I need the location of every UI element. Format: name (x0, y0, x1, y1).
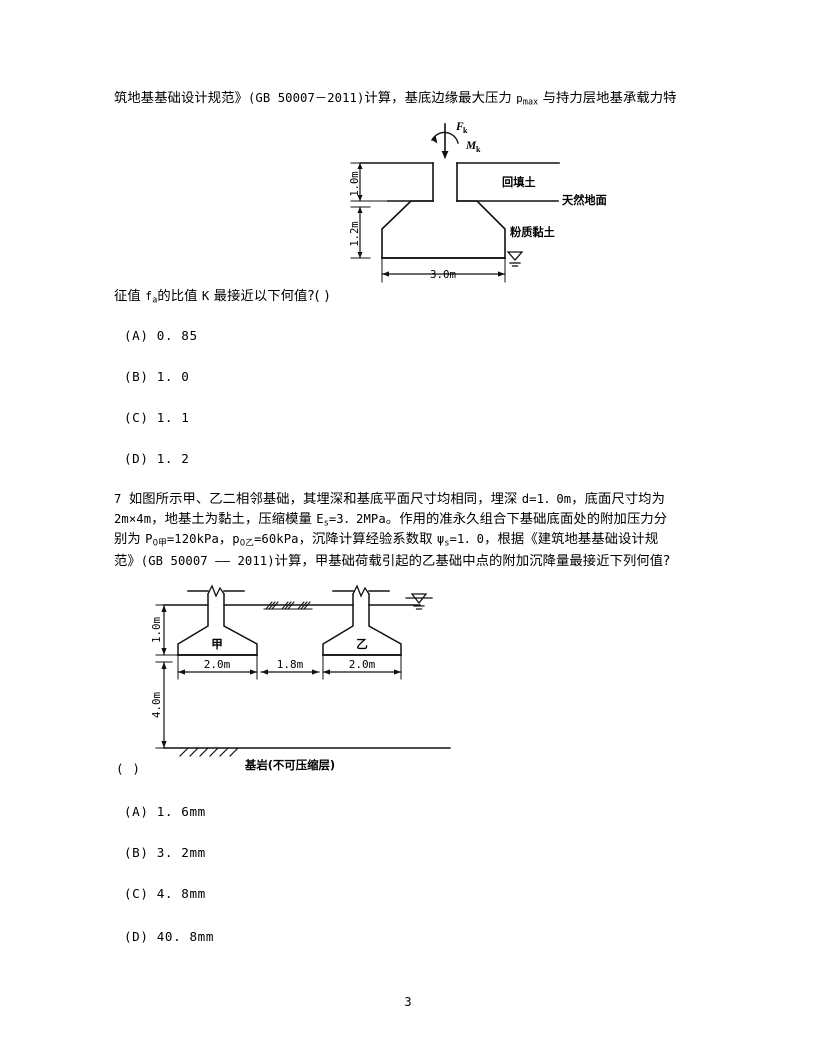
q7-l3-m: ，根据《建筑地基基础设计规 (484, 532, 659, 547)
fig1-dim-width: 3.0m (430, 268, 456, 281)
q7-line-2: 2m×4m，地基土为黏土，压缩模量 Es=3．2MPa。作用的准永久组合下基础底… (114, 509, 667, 532)
q6b-seg6: 最接近以下何值?( ) (209, 289, 330, 304)
q6-text-seg2: (GB 50007－2011) (247, 91, 365, 105)
fig2-label-footing-right: 乙 (356, 637, 368, 651)
q7-l2-dims: 2m×4m (114, 512, 152, 526)
q7-line-3: 别为 P0甲=120kPa，p0乙=60kPa，沉降计算经验系数取 ψs=1．0… (114, 529, 658, 553)
q7-option-c[interactable]: (C) 4. 8mm (124, 886, 206, 901)
q7-l4-code: (GB 50007 —— 2011) (140, 554, 275, 568)
q7-l4-a: 范》 (114, 554, 141, 569)
q7-l1-d: ，底面尺寸均为 (571, 492, 665, 507)
fig1-label-silty-clay: 粉质黏土 (510, 225, 555, 239)
q6-option-d[interactable]: (D) 1. 2 (124, 451, 190, 466)
paragraph-q6-tail: 筑地基基础设计规范》(GB 50007－2011)计算，基底边缘最大压力 pma… (114, 88, 677, 111)
q7-l3-p2-val: =60kPa (254, 532, 299, 546)
fig2-dim-embedment: 1.0m (150, 617, 163, 643)
q6-text-pmax-base: p (516, 92, 523, 105)
q7-l3-comma1: ， (218, 532, 233, 547)
q7-option-d[interactable]: (D) 40. 8mm (124, 929, 215, 944)
q7-l3-p2-sub: 0乙 (239, 538, 254, 549)
fig2-label-footing-left: 甲 (211, 637, 223, 651)
q7-line-1: 7 如图所示甲、乙二相邻基础，其埋深和基底平面尺寸均相同，埋深 d=1．0m，底… (114, 489, 665, 510)
fig2-dim-compressible: 4.0m (150, 692, 163, 718)
figure-adjacent-footings: 甲 乙 2.0m 1.8m 2.0m 1.0m 4.0m 基岩(不可压缩层) (120, 580, 460, 775)
fig1-load-F-sub: k (463, 126, 468, 135)
fig1-load-M: M (465, 140, 477, 152)
q6b-fa-sub: a (152, 294, 158, 305)
q7-l3-psi-val: =1．0 (449, 532, 485, 546)
q6-text-seg3: 计算，基底边缘最大压力 (364, 91, 517, 106)
q7-number: 7 (114, 492, 129, 506)
fig1-dim-depth-lower: 1.2m (349, 221, 361, 246)
q7-l3-P: P (145, 532, 153, 546)
q6b-K: K (201, 289, 210, 303)
fig2-dim-right-width: 2.0m (349, 658, 376, 671)
q7-l2-Es-sub: s (323, 517, 329, 528)
q6-option-b[interactable]: (B) 1. 0 (124, 369, 190, 384)
q7-l3-i: ，沉降计算经验系数取 (298, 532, 437, 547)
q6-text-seg1: 筑地基基础设计规范》 (114, 91, 248, 106)
q7-l3-P-sub: 0甲 (152, 538, 167, 549)
q6-text-pmax-sub: max (522, 96, 539, 107)
figure-eccentric-footing: F k M k 1.0m 1.2m 3.0m 回填土 天然地面 粉质黏土 (340, 112, 660, 284)
q7-l1-b: 如图所示甲、乙二相邻基础，其埋深和基底平面尺寸均相同，埋深 (128, 492, 522, 507)
q6-option-a[interactable]: (A) 0. 85 (124, 328, 198, 343)
fig2-dim-left-width: 2.0m (204, 658, 231, 671)
q7-l2-Es-val: =3．2MPa (328, 512, 386, 526)
q7-option-b[interactable]: (B) 3. 2mm (124, 845, 206, 860)
fig1-dim-depth-upper: 1.0m (349, 171, 361, 196)
fig1-label-natural-ground: 天然地面 (562, 193, 607, 207)
fig2-label-bedrock: 基岩(不可压缩层) (244, 758, 335, 772)
q7-l4-c: 计算，甲基础荷载引起的乙基础中点的附加沉降量最接近下列何值? (274, 554, 671, 569)
q7-option-a[interactable]: (A) 1. 6mm (124, 804, 206, 819)
q7-l3-psi: ψ (436, 532, 445, 546)
fig2-dim-gap: 1.8m (277, 658, 304, 671)
q7-l3-psi-sub: s (444, 537, 450, 548)
q7-l2-Es: E (316, 512, 324, 526)
q7-l3-p2: p (232, 532, 240, 546)
q6-option-c[interactable]: (C) 1. 1 (124, 410, 190, 425)
q6b-seg1: 征值 (114, 289, 146, 304)
q7-l3-a: 别为 (114, 532, 146, 547)
q7-blank-marker: ( ) (116, 761, 141, 776)
fig1-load-M-sub: k (476, 145, 481, 154)
q6b-seg4: 的比值 (157, 289, 202, 304)
q7-l1-depth: d=1．0m (521, 492, 572, 506)
q7-l2-b: ，地基土为黏土，压缩模量 (151, 512, 317, 527)
paragraph-q6-tail2: 征值 fa的比值 K 最接近以下何值?( ) (114, 286, 330, 309)
q7-l3-P-val: =120kPa (166, 532, 219, 546)
q6b-fa-base: f (145, 289, 153, 303)
q7-l2-f: 。作用的准永久组合下基础底面处的附加压力分 (385, 512, 668, 527)
q7-line-4: 范》(GB 50007 —— 2011)计算，甲基础荷载引起的乙基础中点的附加沉… (114, 551, 670, 572)
q6-text-seg6: 与持力层地基承载力特 (538, 91, 677, 106)
fig1-label-backfill: 回填土 (502, 175, 536, 189)
fig1-load-F: F (455, 121, 464, 133)
page-number: 3 (404, 995, 412, 1009)
